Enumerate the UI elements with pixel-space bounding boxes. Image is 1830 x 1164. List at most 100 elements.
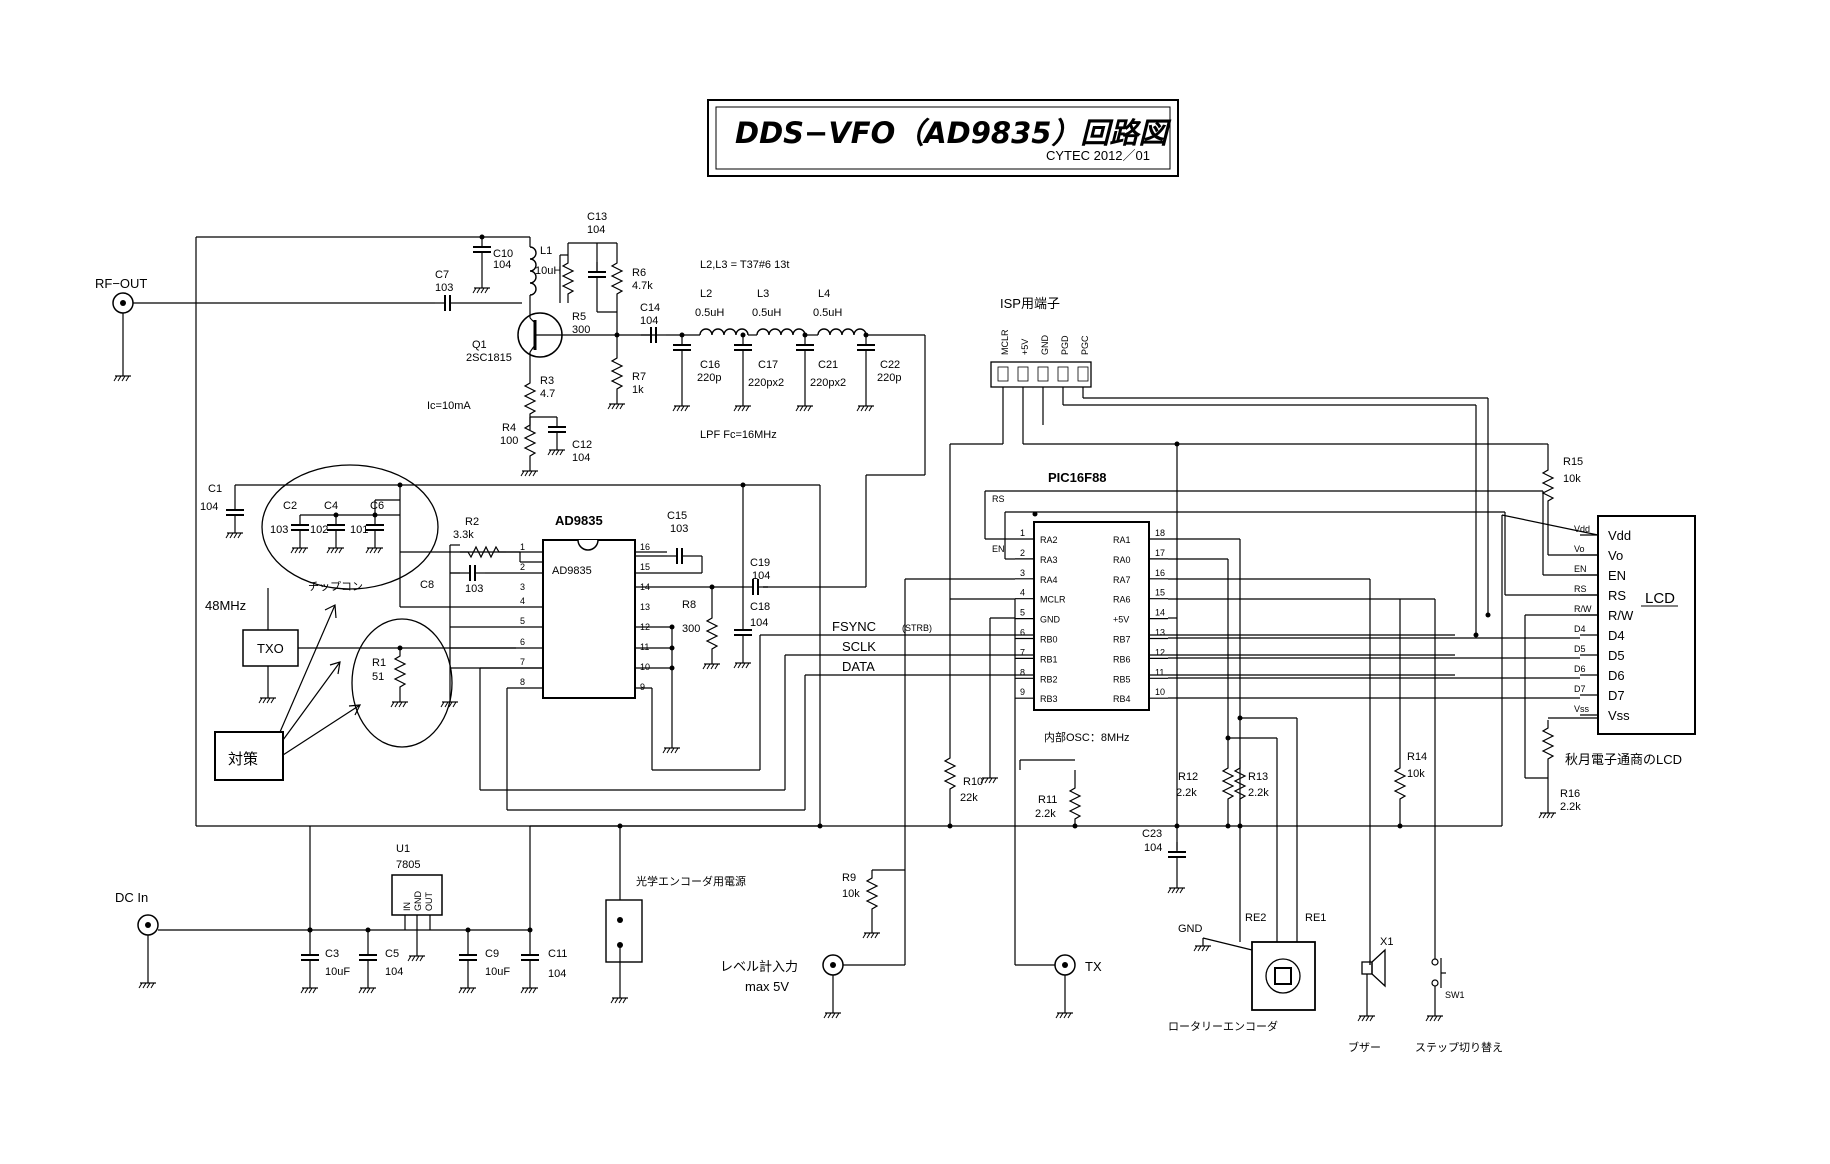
pic-pin-5-number: 5 (1020, 608, 1025, 618)
l3-inductor (756, 328, 806, 336)
r13-resistor (1234, 759, 1246, 807)
c1-label: C1 (208, 483, 222, 495)
r15-label: R15 (1563, 456, 1583, 468)
ad9835-pin-15: 15 (640, 562, 650, 572)
r15-resistor (1542, 461, 1554, 509)
r1-label: R1 (372, 657, 386, 669)
lcd-wire-label-3: RS (1574, 584, 1587, 594)
l4-inductor (817, 328, 867, 336)
u1-pin-in: IN (402, 902, 412, 911)
c12-label: C12 (572, 439, 592, 451)
dds-section: C1 104 C2 103 C4 102 C6 101 チップコン C8 48M… (200, 464, 1455, 829)
pic-peripherals: R10 22k R11 2.2k R12 2.2k R13 2.2k R14 1… (720, 599, 1503, 1054)
r1-resistor (394, 647, 406, 695)
c12-value: 104 (572, 452, 590, 464)
lcd-pin-2: EN (1608, 568, 1626, 583)
c13-label: C13 (587, 211, 607, 223)
tx-label: TX (1085, 959, 1102, 974)
r8-value: 300 (682, 623, 700, 635)
r7-value: 1k (632, 384, 644, 396)
r4-value: 100 (500, 435, 518, 447)
pic-pin-14-name: +5V (1113, 615, 1129, 625)
pic-pin-12-name: RB6 (1113, 654, 1131, 664)
lcd-pin-0: Vdd (1608, 528, 1631, 543)
chip-cap-highlight (261, 464, 439, 590)
c2-value: 103 (270, 524, 288, 536)
r2-label: R2 (465, 516, 479, 528)
r11-label: R11 (1038, 794, 1057, 806)
ad9835-chip-label: AD9835 (552, 565, 592, 577)
r7-label: R7 (632, 371, 646, 383)
c11-capacitor (520, 944, 540, 971)
pic-pin-11-number: 11 (1155, 667, 1164, 677)
level-max-label: max 5V (745, 979, 789, 994)
ad9835-pin-4: 4 (520, 596, 525, 606)
c4-label: C4 (324, 500, 338, 512)
ad9835-pin-8: 8 (520, 677, 525, 687)
level-input-label: レベル計入力 (720, 959, 798, 974)
c17-value: 220px2 (748, 377, 784, 389)
l4-value: 0.5uH (813, 307, 842, 319)
lcd-wire-label-5: D4 (1574, 624, 1586, 634)
c17-label: C17 (758, 359, 778, 371)
c21-label: C21 (818, 359, 838, 371)
r13-label: R13 (1248, 771, 1268, 783)
buzzer-label: ブザー (1348, 1040, 1381, 1054)
q1-label: Q1 (472, 339, 487, 351)
l1-label: L1 (540, 245, 552, 257)
pic-pin-8-name: RB2 (1040, 674, 1058, 684)
pic16f88-chip (1033, 521, 1150, 711)
r1-value: 51 (372, 671, 384, 683)
countermeasure-label: 対策 (228, 751, 258, 768)
c21-value: 220px2 (810, 377, 846, 389)
r13-value: 2.2k (1248, 787, 1269, 799)
dc-in-label: DC In (115, 890, 148, 905)
pic-pin-17-number: 17 (1155, 548, 1165, 558)
c14-value: 104 (640, 315, 658, 327)
lcd-wire-label-6: D5 (1574, 644, 1586, 654)
r2-resistor (459, 546, 507, 558)
isp-connector: ISP用端子 MCLR +5V GND PGD PGC (949, 296, 1543, 750)
encoder-gnd-label: GND (1178, 923, 1203, 935)
lcd-pin-1: Vo (1608, 548, 1623, 563)
ad9835-pin-16: 16 (640, 542, 650, 552)
pic-pin-12-number: 12 (1155, 647, 1165, 657)
r3-resistor (524, 374, 536, 422)
r12-value: 2.2k (1176, 787, 1197, 799)
lcd-wire-label-1: Vo (1574, 544, 1585, 554)
r14-resistor (1394, 759, 1406, 807)
pic-pin-1-name: RA2 (1040, 535, 1058, 545)
c10-value: 104 (493, 259, 511, 271)
c13-capacitor (587, 261, 607, 288)
c9-value: 10uF (485, 966, 510, 978)
x1-label: X1 (1380, 936, 1393, 948)
c8-capacitor (459, 564, 486, 582)
l2-label: L2 (700, 288, 712, 300)
pic-pin-10-name: RB4 (1113, 694, 1131, 704)
r12-resistor (1222, 759, 1234, 807)
r15-value: 10k (1563, 473, 1581, 485)
rf-section: RF−OUT C7 103 C10 104 L1 10uH Q1 2SC1815 (95, 211, 926, 826)
c23-label: C23 (1142, 828, 1162, 840)
c3-value: 10uF (325, 966, 350, 978)
lcd-title: LCD (1645, 590, 1675, 607)
c11-value: 104 (548, 968, 566, 980)
r4-label: R4 (502, 422, 516, 434)
pic-pin-15-name: RA6 (1113, 595, 1131, 605)
ad9835-title: AD9835 (555, 513, 603, 528)
c2-label: C2 (283, 500, 297, 512)
l2-value: 0.5uH (695, 307, 724, 319)
subtitle-text: CYTEC 2012／01 (1046, 148, 1150, 163)
lcd-pin-8: D7 (1608, 688, 1625, 703)
r14-label: R14 (1407, 751, 1427, 763)
c7-value: 103 (435, 282, 453, 294)
rf-out-connector (112, 292, 134, 314)
r5-value: 300 (572, 324, 590, 336)
lcd-pin-6: D5 (1608, 648, 1625, 663)
c16-capacitor (672, 334, 692, 361)
r4-resistor (524, 416, 536, 464)
r6-label: R6 (632, 267, 646, 279)
c4-value: 102 (310, 524, 328, 536)
c1-value: 104 (200, 501, 218, 513)
